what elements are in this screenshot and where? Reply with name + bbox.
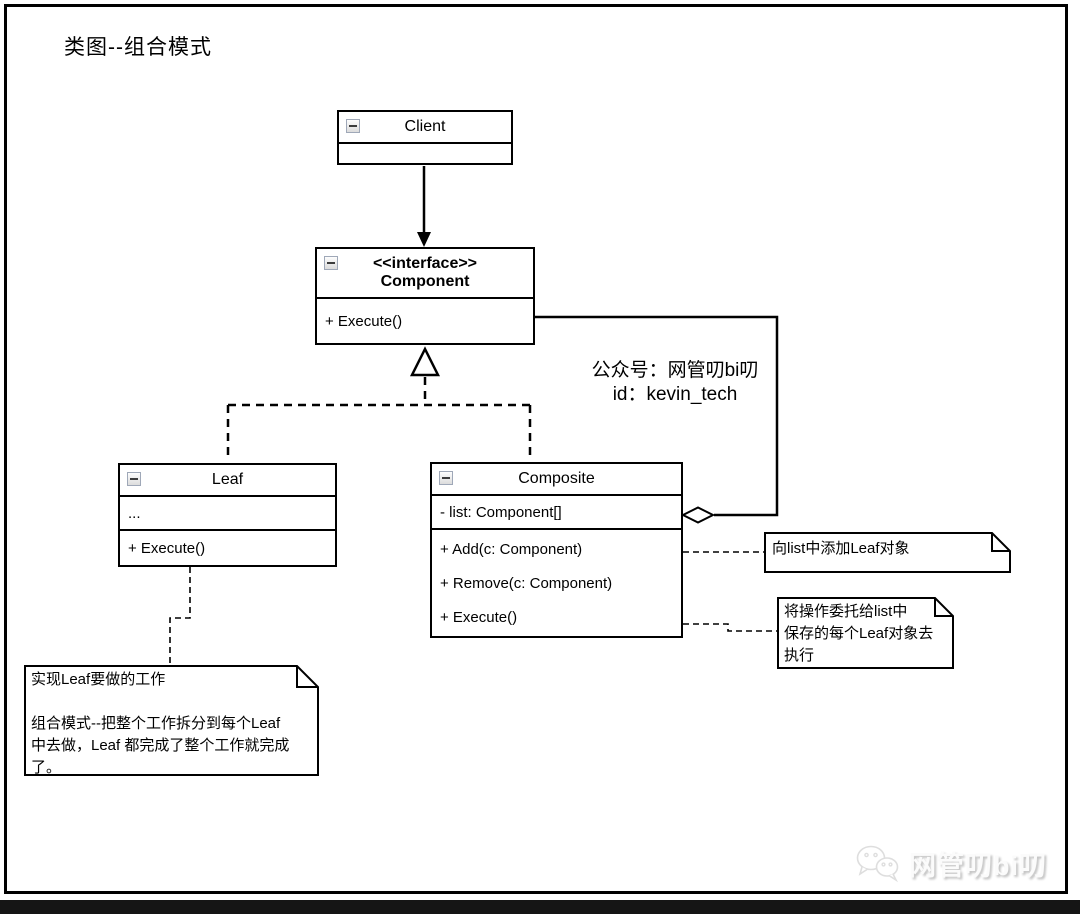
- class-leaf: Leaf ... + Execute(): [118, 463, 337, 567]
- class-composite: Composite - list: Component[] + Add(c: C…: [430, 462, 683, 638]
- method: + Add(c: Component): [440, 540, 583, 558]
- watermark-line2: id：kevin_tech: [612, 384, 738, 405]
- diagram-frame: [4, 4, 1068, 894]
- class-name: Client: [404, 118, 446, 135]
- stereotype: <<interface>>: [372, 255, 478, 272]
- bottom-bar: [0, 900, 1080, 914]
- empty-compartment: [339, 144, 511, 163]
- class-name: Leaf: [211, 471, 244, 488]
- collapse-icon[interactable]: [127, 472, 141, 486]
- footer-watermark: 网管叨bi叨: [853, 843, 1047, 883]
- wechat-icon: [856, 845, 899, 883]
- footer-watermark-text: 网管叨bi叨: [909, 850, 1047, 881]
- method: + Execute(): [325, 312, 403, 330]
- class-component: <<interface>> Component + Execute(): [315, 247, 535, 345]
- collapse-icon[interactable]: [439, 471, 453, 485]
- class-name: Composite: [518, 470, 595, 488]
- attribute: ...: [128, 504, 141, 522]
- collapse-icon[interactable]: [324, 256, 338, 270]
- method: + Execute(): [120, 529, 335, 565]
- collapse-icon[interactable]: [346, 119, 360, 133]
- page-title: 类图--组合模式: [64, 36, 212, 59]
- class-client: Client: [337, 110, 513, 165]
- center-watermark: 公众号：网管叨bi叨 id：kevin_tech: [568, 359, 782, 407]
- note-execute: 将操作委托给list中 保存的每个Leaf对象去 执行: [784, 603, 934, 664]
- watermark-line1: 公众号：网管叨bi叨: [591, 360, 759, 381]
- note-add: 向list中添加Leaf对象: [772, 540, 910, 557]
- method: + Remove(c: Component): [440, 574, 613, 592]
- method: + Execute(): [440, 608, 518, 626]
- attribute: - list: Component[]: [440, 503, 562, 521]
- note-leaf: 实现Leaf要做的工作 组合模式--把整个工作拆分到每个Leaf 中去做，Lea…: [31, 671, 290, 776]
- class-name: Component: [380, 273, 470, 290]
